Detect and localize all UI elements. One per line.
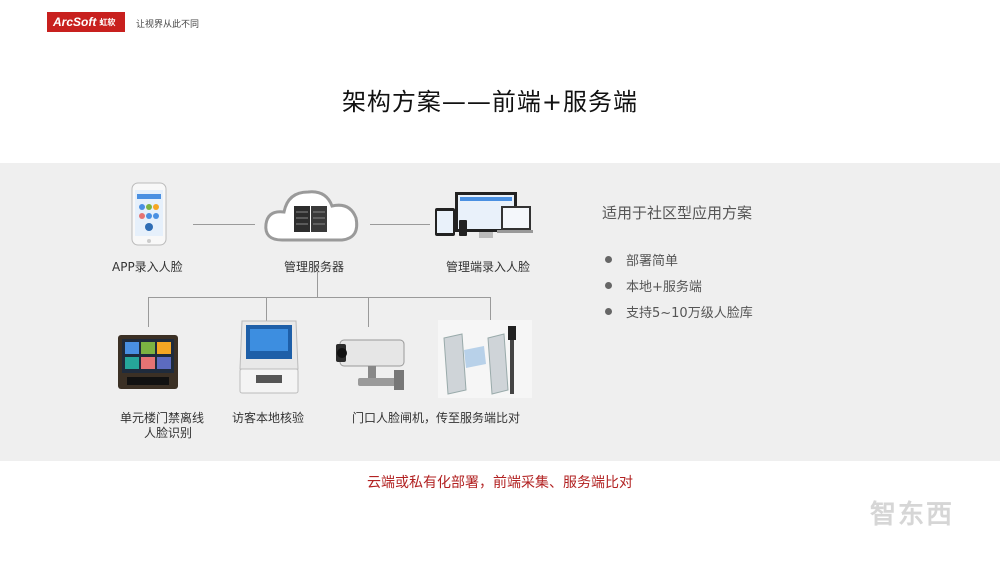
- door-caption-line1: 单元楼门禁离线: [120, 411, 205, 425]
- watermark: 智东西: [870, 500, 955, 530]
- phone-icon: [131, 182, 167, 246]
- footer-note: 云端或私有化部署，前端采集、服务端比对: [367, 475, 633, 491]
- camera-icon: [336, 339, 405, 390]
- door-caption-line2: 人脸识别: [144, 426, 193, 440]
- mgmt-caption: 管理端录入人脸: [446, 260, 531, 274]
- visitor-caption: 访客本地核验: [232, 411, 305, 425]
- cloud-server-icon: [264, 190, 359, 242]
- tagline: 让视界从此不同: [136, 20, 200, 30]
- bullet-item: 本地+服务端: [605, 276, 702, 295]
- turnstile-gate-icon: [438, 320, 532, 398]
- connector-visitor: [266, 297, 267, 323]
- connector-door: [148, 297, 149, 327]
- devices-icon: [435, 192, 533, 238]
- bullet-dot-icon: [605, 282, 612, 289]
- bullet-text: 部署简单: [626, 254, 679, 269]
- connector-gate: [490, 297, 491, 327]
- app-caption: APP录入人脸: [112, 260, 183, 274]
- connector-app-server: [193, 224, 255, 225]
- bullet-dot-icon: [605, 308, 612, 315]
- bullet-item: 支持5~10万级人脸库: [605, 302, 753, 321]
- bullet-text: 支持5~10万级人脸库: [626, 306, 753, 321]
- gate-caption: 门口人脸闸机，传至服务端比对: [352, 411, 521, 425]
- arcsoft-logo: ArcSoft 虹软: [47, 12, 125, 32]
- page-title: 架构方案——前端+服务端: [341, 88, 639, 116]
- bullet-text: 本地+服务端: [626, 280, 702, 295]
- logo-text: ArcSoft: [53, 15, 97, 29]
- logo-sub: 虹软: [99, 17, 116, 27]
- connector-server-down: [317, 272, 318, 298]
- server-caption: 管理服务器: [284, 260, 345, 274]
- bullet-item: 部署简单: [605, 250, 678, 269]
- solution-title: 适用于社区型应用方案: [602, 204, 753, 222]
- connector-camera: [368, 297, 369, 327]
- door-panel-icon: [118, 335, 178, 389]
- connector-server-mgmt: [370, 224, 430, 225]
- bullet-dot-icon: [605, 256, 612, 263]
- connector-bus: [148, 297, 491, 298]
- visitor-kiosk-icon: [239, 320, 299, 394]
